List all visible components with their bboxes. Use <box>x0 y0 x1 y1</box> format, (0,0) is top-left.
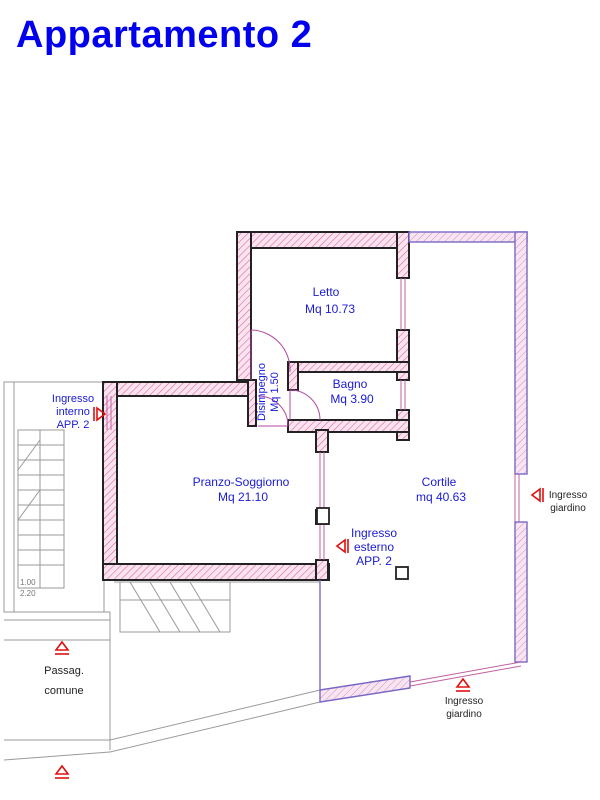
doors <box>250 329 321 427</box>
courtyard-walls <box>316 231 528 703</box>
room-passaggio-name: Passag. <box>44 665 84 677</box>
entrance-esterno: Ingresso esterno APP. 2 <box>351 526 397 568</box>
entrance-marker-giardino-right-icon <box>530 487 544 503</box>
room-pranzo-area: Mq 21.10 <box>218 490 268 504</box>
entrance-giardino-bottom-line2: giardino <box>446 709 482 720</box>
entrance-marker-giardino-bottom-icon <box>455 677 471 692</box>
entrance-giardino-right-line2: giardino <box>550 503 586 514</box>
room-cortile-name: Cortile <box>422 475 457 489</box>
room-bagno: Bagno Mq 3.90 <box>330 377 374 406</box>
entrance-interno-line2: interno <box>56 406 90 418</box>
entrance-giardino-bottom-line1: Ingresso <box>445 696 484 707</box>
entrance-interno-line3: APP. 2 <box>57 419 90 431</box>
page-title: Appartamento 2 <box>16 14 313 56</box>
entrance-giardino-right-line1: Ingresso <box>549 490 588 501</box>
entrance-esterno-line1: Ingresso <box>351 526 397 540</box>
entrance-marker-esterno-icon <box>335 538 349 554</box>
dimension-note: 1.00 2.20 <box>20 578 36 598</box>
room-bagno-area: Mq 3.90 <box>330 392 374 406</box>
room-bagno-name: Bagno <box>333 377 368 391</box>
room-pranzo-name: Pranzo-Soggiorno <box>193 475 290 489</box>
entrance-marker-interno-icon <box>93 406 107 422</box>
entrance-giardino-right: Ingresso giardino <box>549 490 588 514</box>
entrance-marker-passaggio-icon <box>54 640 70 655</box>
dimension-height: 2.20 <box>20 589 36 598</box>
entrance-giardino-bottom: Ingresso giardino <box>445 696 484 720</box>
room-cortile-area: mq 40.63 <box>416 490 466 504</box>
room-passaggio: Passag. comune <box>44 665 84 697</box>
room-letto: Letto Mq 10.73 <box>305 285 355 316</box>
room-passaggio-sub: comune <box>44 685 83 697</box>
room-disimpegno: Disimpegno Mq 1.50 <box>256 363 281 421</box>
entrance-interno-line1: Ingresso <box>52 393 94 405</box>
entrance-esterno-line2: esterno <box>354 540 394 554</box>
dimension-width: 1.00 <box>20 578 36 587</box>
room-pranzo: Pranzo-Soggiorno Mq 21.10 <box>193 475 290 504</box>
entrance-esterno-line3: APP. 2 <box>356 554 392 568</box>
room-cortile: Cortile mq 40.63 <box>416 475 466 504</box>
entrance-marker-bottom-icon <box>54 764 70 779</box>
entrance-interno: Ingresso interno APP. 2 <box>52 393 94 431</box>
room-disimpegno-area: Mq 1.50 <box>269 372 281 412</box>
room-disimpegno-name: Disimpegno <box>256 363 268 421</box>
room-letto-area: Mq 10.73 <box>305 302 355 316</box>
windows <box>106 278 406 560</box>
room-letto-name: Letto <box>313 285 340 299</box>
apartment-walls <box>102 231 410 581</box>
